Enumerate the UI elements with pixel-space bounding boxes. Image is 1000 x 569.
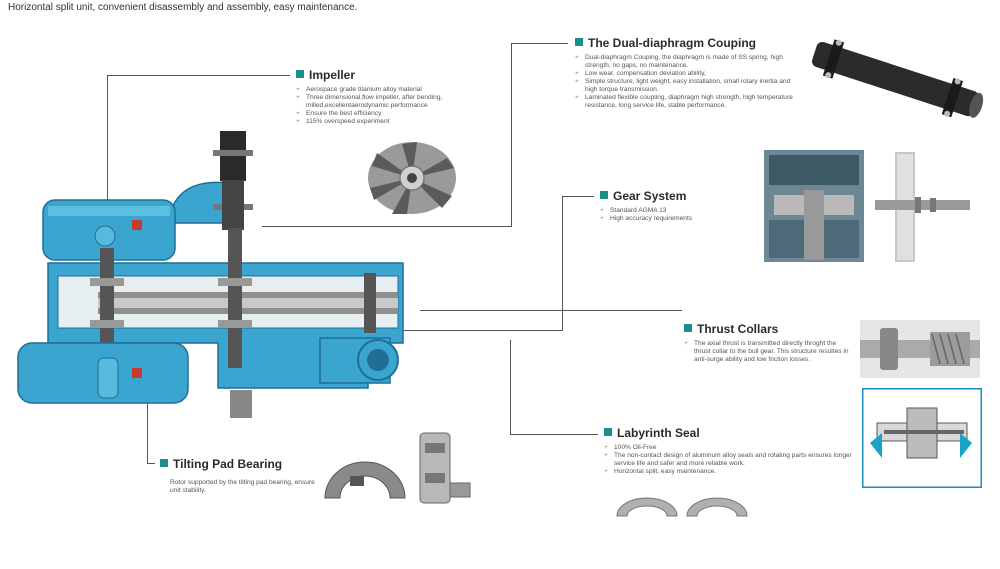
bullet-square-icon — [575, 38, 583, 46]
impeller-section: Impeller Aerospace grade titanium alloy … — [296, 68, 486, 126]
leader-impeller-v — [107, 75, 108, 200]
list-item: Standard AGMA 13 — [600, 207, 750, 215]
bullet-square-icon — [160, 459, 168, 467]
labyrinth-section: Labyrinth Seal 100% Oil-Free The non-con… — [604, 426, 854, 476]
leader-coupling-h2 — [262, 226, 512, 227]
thrust-list: The axial thrust is transmitted directly… — [684, 340, 854, 364]
tilting-title: Tilting Pad Bearing — [160, 457, 320, 471]
tilting-list: Rotor supported by the tilting pad beari… — [160, 479, 320, 495]
thrust-title: Thrust Collars — [684, 322, 854, 336]
bullet-square-icon — [600, 191, 608, 199]
leader-gear-h — [562, 196, 594, 197]
list-item: The axial thrust is transmitted directly… — [684, 340, 854, 364]
labyrinth-seal-photo — [616, 497, 748, 517]
impeller-list: Aerospace grade titanium alloy material … — [296, 86, 486, 126]
list-item: Low wear, compensation deviation ability… — [575, 70, 795, 78]
thrust-section: Thrust Collars The axial thrust is trans… — [684, 322, 854, 364]
leader-labyrinth-h — [510, 434, 598, 435]
list-item: Horizontal split, easy maintenance. — [604, 468, 854, 476]
list-item: Simple structure, light weight, easy ins… — [575, 78, 795, 94]
leader-tilting-h — [147, 463, 155, 464]
impeller-title: Impeller — [296, 68, 486, 82]
labyrinth-list: 100% Oil-Free The non-contact design of … — [604, 444, 854, 476]
list-item: High accuracy requirements — [600, 215, 750, 223]
bullet-square-icon — [296, 70, 304, 78]
gearbox-photo — [764, 150, 864, 262]
tilting-pad-bearing-photo — [324, 432, 471, 504]
list-item: 100% Oil-Free — [604, 444, 854, 452]
gear-title: Gear System — [600, 189, 750, 203]
leader-coupling-h — [511, 43, 568, 44]
list-item: Three dimensional,flow impeller, after b… — [296, 94, 486, 110]
leader-gear-h2 — [380, 330, 563, 331]
leader-impeller-h — [107, 75, 290, 76]
list-item: Aerospace grade titanium alloy material — [296, 86, 486, 94]
list-item: The non-contact design of aluminum alloy… — [604, 452, 854, 468]
labyrinth-title: Labyrinth Seal — [604, 426, 854, 440]
list-item: Laminated flexible coupling, diaphragm h… — [575, 94, 795, 110]
list-item: Ensure the best efficiency — [296, 110, 486, 118]
impeller-photo — [368, 142, 456, 214]
leader-thrust-h — [420, 310, 682, 311]
gear-shaft-photo — [875, 152, 970, 262]
page-caption: Horizontal split unit, convenient disass… — [8, 2, 358, 13]
leader-coupling-v — [511, 43, 512, 226]
tilting-section: Tilting Pad Bearing Rotor supported by t… — [160, 457, 320, 495]
leader-labyrinth-v — [510, 340, 511, 435]
thrust-collar-photo — [860, 320, 980, 378]
leader-gear-v — [562, 196, 563, 330]
gear-list: Standard AGMA 13 High accuracy requireme… — [600, 207, 750, 223]
leader-tilting-v — [147, 372, 148, 464]
coupling-photo — [812, 39, 984, 118]
thrust-diagram — [862, 388, 982, 488]
coupling-title: The Dual-diaphragm Couping — [575, 36, 795, 50]
list-item: Rotor supported by the tilting pad beari… — [170, 479, 315, 494]
bullet-square-icon — [604, 428, 612, 436]
list-item: 115% overspeed experiment — [296, 118, 486, 126]
gear-section: Gear System Standard AGMA 13 High accura… — [600, 189, 750, 223]
coupling-list: Dual-diaphragm Couping, the diaphragm is… — [575, 54, 795, 110]
bullet-square-icon — [684, 324, 692, 332]
compressor-cutaway-illustration — [17, 131, 404, 418]
coupling-section: The Dual-diaphragm Couping Dual-diaphrag… — [575, 36, 795, 110]
list-item: Dual-diaphragm Couping, the diaphragm is… — [575, 54, 795, 70]
